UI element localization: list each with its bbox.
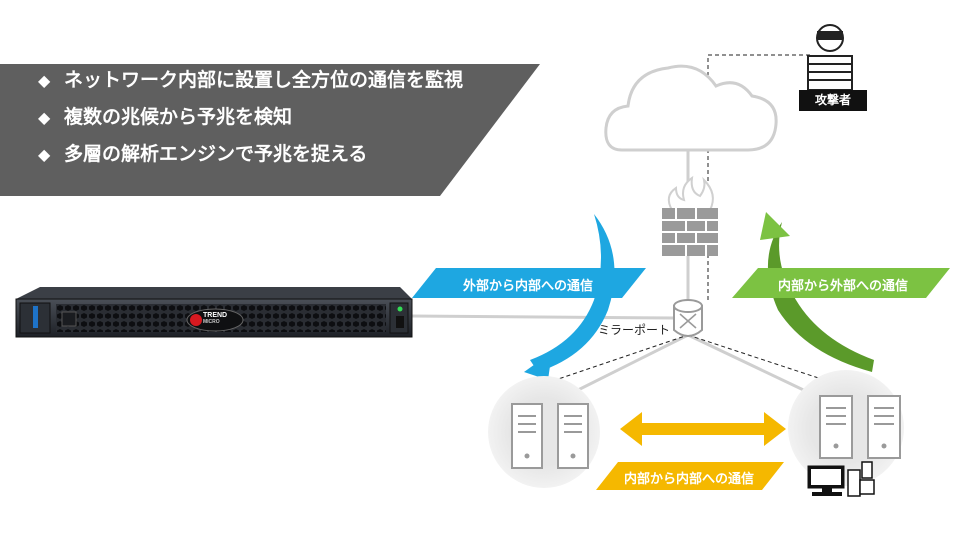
desktop-pc-icon <box>807 461 875 497</box>
server-icon <box>511 403 543 469</box>
feature-list: ◆ネットワーク内部に設置し全方位の通信を監視 ◆複数の兆候から予兆を検知 ◆多層… <box>38 62 528 173</box>
feature-banner <box>0 64 540 196</box>
switch-icon <box>673 299 703 337</box>
external-to-internal-label: 外部から内部への通信 <box>462 279 593 294</box>
internal-to-external-band <box>732 268 950 298</box>
server-group-left <box>488 376 600 488</box>
brand-logo-text: TREND MICRO <box>203 312 228 325</box>
internal-to-external-label: 内部から外部への通信 <box>777 279 908 294</box>
attacker-icon <box>807 24 853 91</box>
cloud-icon <box>604 64 778 152</box>
firewall-icon <box>662 175 718 256</box>
diamond-bullet-icon: ◆ <box>38 145 51 164</box>
external-inbound-arrowhead <box>524 352 552 380</box>
feature-item: ◆ネットワーク内部に設置し全方位の通信を監視 <box>38 62 528 99</box>
diamond-bullet-icon: ◆ <box>38 71 51 90</box>
internal-outbound-arrowhead <box>760 212 790 240</box>
diamond-bullet-icon: ◆ <box>38 108 51 127</box>
external-to-internal-band <box>412 268 646 298</box>
brand-logo-icon <box>190 314 202 326</box>
server-icon <box>557 403 589 469</box>
feature-item: ◆複数の兆候から予兆を検知 <box>38 99 528 136</box>
server-group-right <box>788 370 904 497</box>
internal-to-internal-label: 内部から内部への通信 <box>623 472 754 487</box>
brand-logo-badge <box>186 308 244 332</box>
external-inbound-curve <box>530 214 615 372</box>
internal-to-internal-band <box>596 462 784 490</box>
internal-bidirectional-arrow <box>620 412 786 446</box>
mirror-port-label: ミラーポート <box>598 323 671 337</box>
server-icon <box>867 395 901 459</box>
attacker-label: 攻撃者 <box>799 90 867 111</box>
server-icon <box>819 395 853 459</box>
feature-item: ◆多層の解析エンジンで予兆を捉える <box>38 136 528 173</box>
